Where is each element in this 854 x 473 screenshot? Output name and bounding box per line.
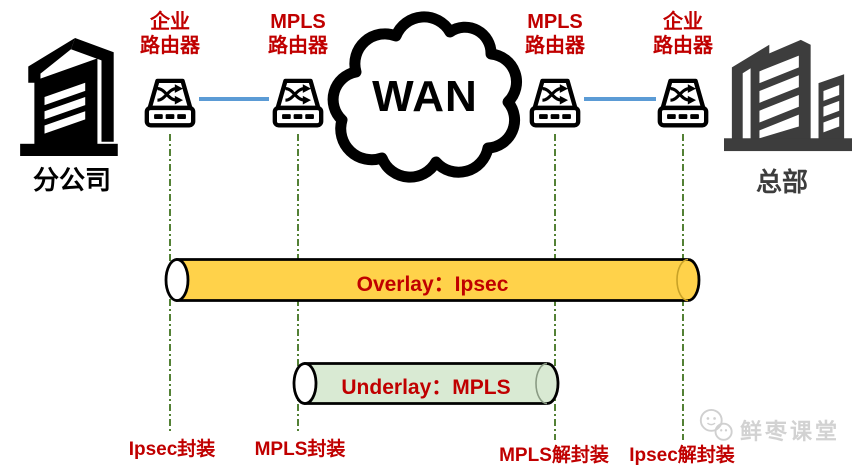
step-label-mpls-decap: MPLS解封装 xyxy=(499,445,609,466)
link-branch-to-mpls xyxy=(199,97,269,101)
wan-cloud-icon: WAN xyxy=(316,2,534,203)
router-label-3-line1: MPLS xyxy=(527,11,583,33)
router-label-4-line2: 路由器 xyxy=(653,35,713,57)
underlay-tube-label: Underlay：MPLS xyxy=(341,376,511,399)
router-icon-enterprise-right xyxy=(654,77,712,138)
overlay-tube-label: Overlay：Ipsec xyxy=(356,272,509,296)
router-icon-mpls-left xyxy=(269,77,327,138)
router-label-3: MPLS 路由器 xyxy=(495,10,615,58)
underlay-tube: Underlay：MPLS xyxy=(292,361,560,411)
router-label-2-line2: 路由器 xyxy=(268,35,328,57)
branch-building-icon xyxy=(18,36,126,161)
router-icon-enterprise-left xyxy=(141,77,199,138)
jujube-mascot-icon xyxy=(697,406,735,453)
router-label-1-line1: 企业 xyxy=(150,11,190,33)
link-mpls-to-hq xyxy=(584,97,656,101)
watermark-label: 鲜枣课堂 xyxy=(740,419,841,444)
hq-building-icon xyxy=(724,28,852,161)
overlay-tube: Overlay：Ipsec xyxy=(164,257,701,308)
router-label-1-line2: 路由器 xyxy=(140,35,200,57)
router-label-4-line1: 企业 xyxy=(663,11,703,33)
wan-label: WAN xyxy=(372,72,478,121)
router-label-1: 企业 路由器 xyxy=(110,10,230,58)
router-label-2: MPLS 路由器 xyxy=(238,10,358,58)
step-label-mpls-encap: MPLS封装 xyxy=(254,439,346,460)
hq-label: 总部 xyxy=(755,167,808,197)
router-label-2-line1: MPLS xyxy=(270,11,326,33)
step-label-ipsec-decap: Ipsec解封装 xyxy=(629,445,735,466)
router-label-3-line2: 路由器 xyxy=(525,35,585,57)
step-label-ipsec-encap: Ipsec封装 xyxy=(128,439,216,460)
router-icon-mpls-right xyxy=(526,77,584,138)
branch-label: 分公司 xyxy=(32,165,111,195)
router-label-4: 企业 路由器 xyxy=(623,10,743,58)
